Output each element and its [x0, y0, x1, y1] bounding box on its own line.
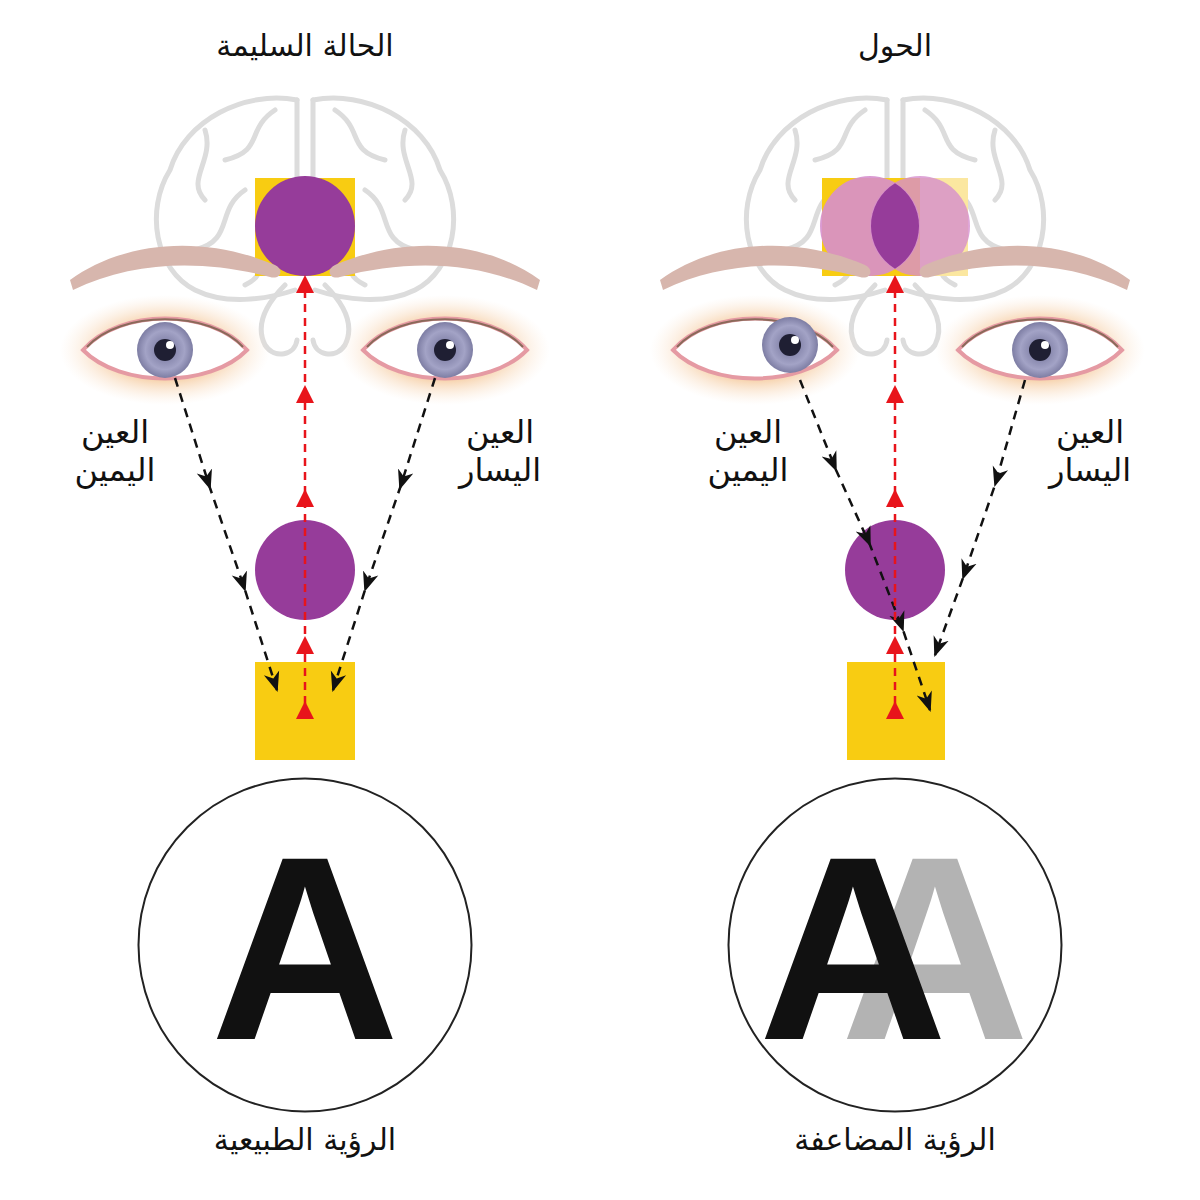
vision-caption: الرؤية المضاعفة	[705, 1122, 1085, 1158]
eye-label: العين اليمين	[55, 413, 175, 490]
eye-label: العين اليسار	[440, 413, 560, 490]
eye-label: العين اليسار	[1030, 413, 1150, 490]
letter-a: A	[758, 818, 947, 1080]
panel-title: الحالة السليمة	[135, 28, 475, 64]
panel-title: الحول	[725, 28, 1065, 64]
vision-circle: AA	[727, 777, 1063, 1113]
eye-label: العين اليمين	[688, 413, 808, 490]
letter-a: A	[210, 818, 399, 1080]
vision-circle: A	[137, 777, 473, 1113]
vision-caption: الرؤية الطبيعية	[115, 1122, 495, 1158]
